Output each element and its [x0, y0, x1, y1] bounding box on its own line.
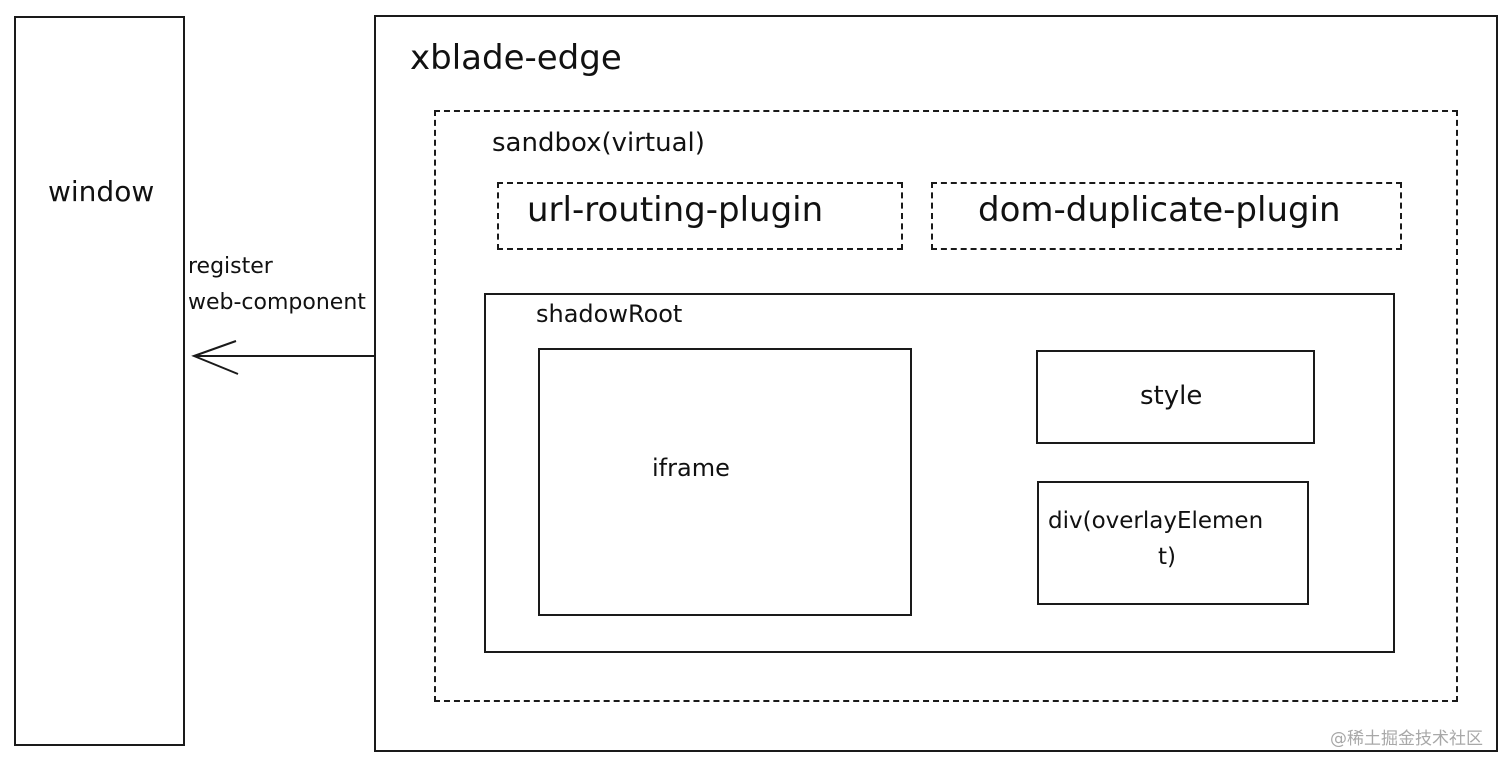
- shadowroot-box: [484, 293, 1395, 653]
- iframe-label: iframe: [652, 454, 730, 482]
- style-box: [1036, 350, 1315, 444]
- window-box: [14, 16, 185, 746]
- arrow-left-icon: [191, 340, 376, 375]
- arrow-label-line2: web-component: [188, 290, 366, 315]
- sandbox-label: sandbox(virtual): [492, 128, 705, 158]
- overlay-box: [1037, 481, 1309, 605]
- xblade-edge-box: [374, 15, 1498, 752]
- overlay-label-line2: t): [1158, 544, 1176, 570]
- dom-duplicate-plugin-label: dom-duplicate-plugin: [978, 190, 1341, 230]
- watermark: @稀土掘金技术社区: [1330, 729, 1483, 749]
- shadowroot-label: shadowRoot: [536, 300, 683, 328]
- sandbox-box: [434, 110, 1458, 702]
- iframe-box: [538, 348, 912, 616]
- url-routing-plugin-box: [497, 182, 903, 250]
- dom-duplicate-plugin-box: [931, 182, 1402, 250]
- xblade-edge-label: xblade-edge: [410, 38, 622, 78]
- style-label: style: [1140, 381, 1203, 411]
- arrow-label-line1: register: [188, 254, 273, 279]
- window-label: window: [48, 175, 155, 208]
- overlay-label-line1: div(overlayElemen: [1048, 508, 1264, 534]
- url-routing-plugin-label: url-routing-plugin: [527, 190, 824, 230]
